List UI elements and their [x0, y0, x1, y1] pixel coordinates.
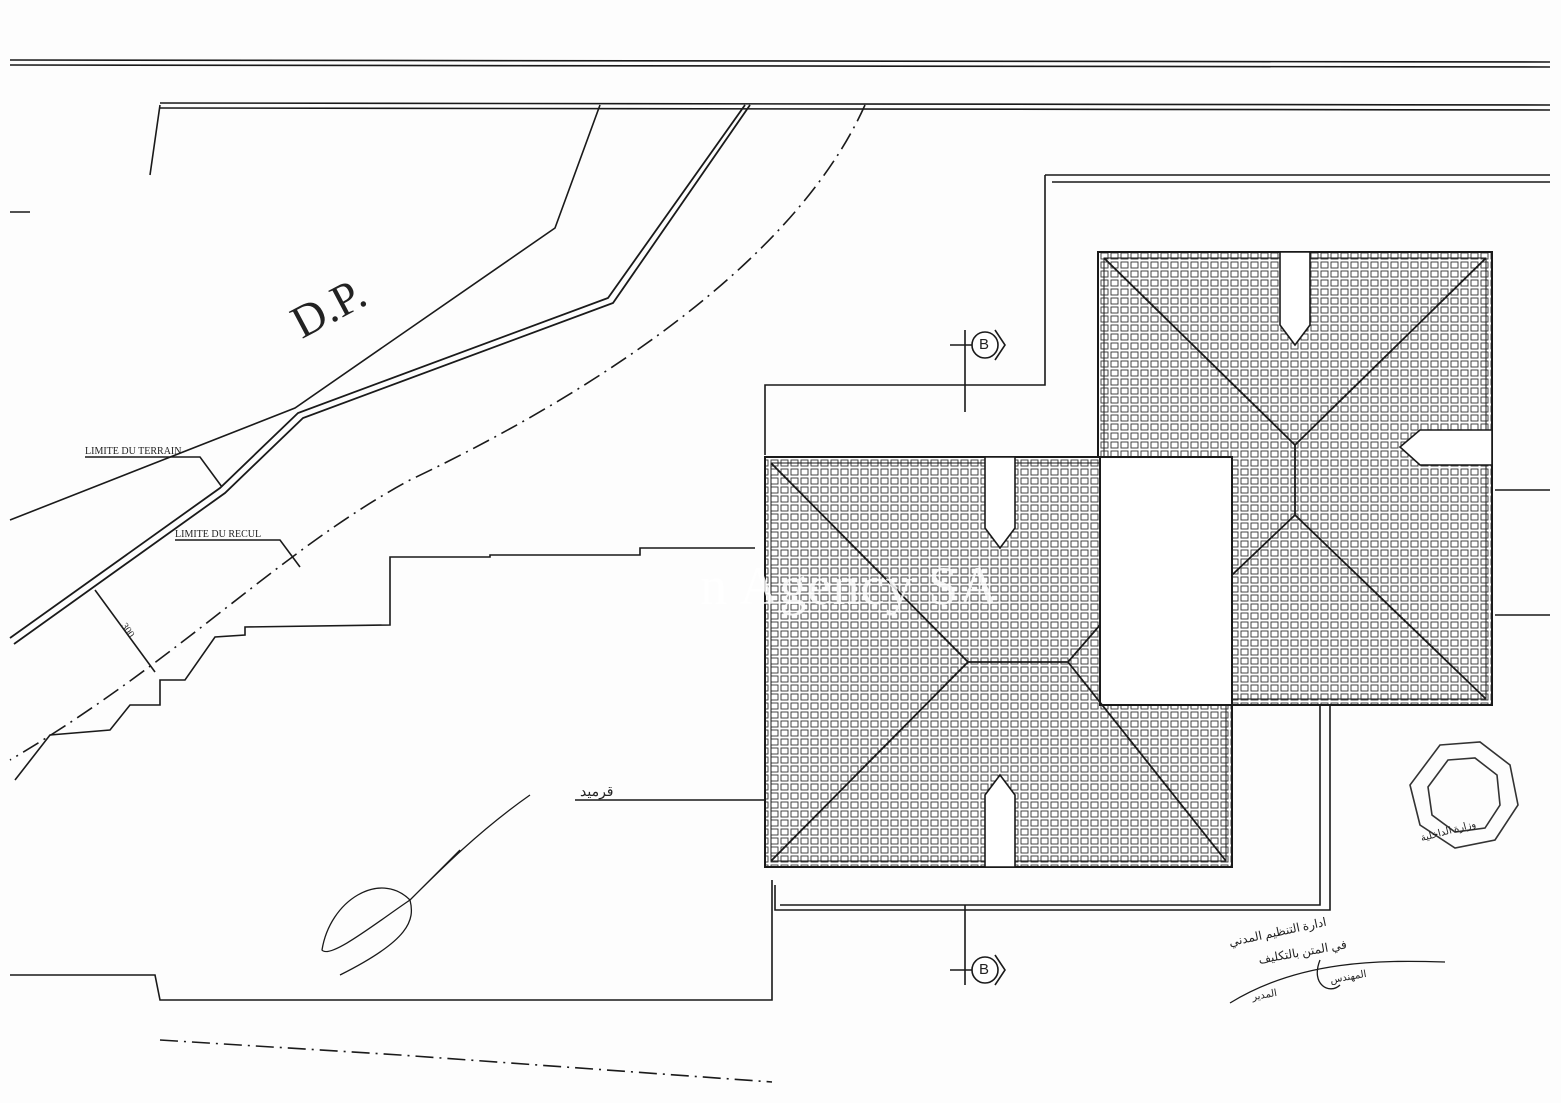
outer-boundary	[764, 174, 1550, 455]
roof-material-label: قرميد	[580, 785, 614, 800]
roof-right-hips	[1103, 257, 1487, 700]
valley-top-left	[984, 456, 1016, 550]
leader-terrain	[85, 456, 223, 488]
watermark: n Agency SA	[700, 556, 999, 616]
road-edge-upper	[9, 104, 601, 521]
bottom-boundary	[10, 880, 773, 1001]
valley-bottom-left	[984, 773, 1016, 868]
valley-right	[1398, 429, 1493, 466]
top-boundary-line	[9, 59, 1551, 68]
approval-signature-line	[1229, 959, 1446, 1004]
section-marker-top	[950, 329, 1006, 412]
leader-recul	[175, 539, 301, 568]
building-outline-left	[14, 547, 755, 781]
section-label-top: B	[979, 336, 990, 353]
official-stamp	[1409, 741, 1519, 849]
bottom-setback	[159, 1039, 773, 1083]
roof-left-hips	[770, 462, 1227, 862]
courtyard	[1099, 456, 1233, 706]
dimension-line-300	[94, 589, 156, 673]
limite-terrain-line	[9, 104, 751, 645]
edge-tick	[10, 104, 161, 213]
section-label-bottom: B	[979, 961, 990, 978]
second-boundary-line	[159, 102, 1551, 111]
limite-recul-line	[9, 104, 866, 761]
valley-top-right	[1279, 251, 1311, 347]
limite-recul-label: LIMITE DU RECUL	[175, 529, 262, 540]
signature	[321, 794, 531, 976]
limite-terrain-label: LIMITE DU TERRAIN	[85, 446, 182, 457]
section-marker-bottom	[950, 905, 1006, 986]
terrace-lines	[774, 489, 1550, 911]
